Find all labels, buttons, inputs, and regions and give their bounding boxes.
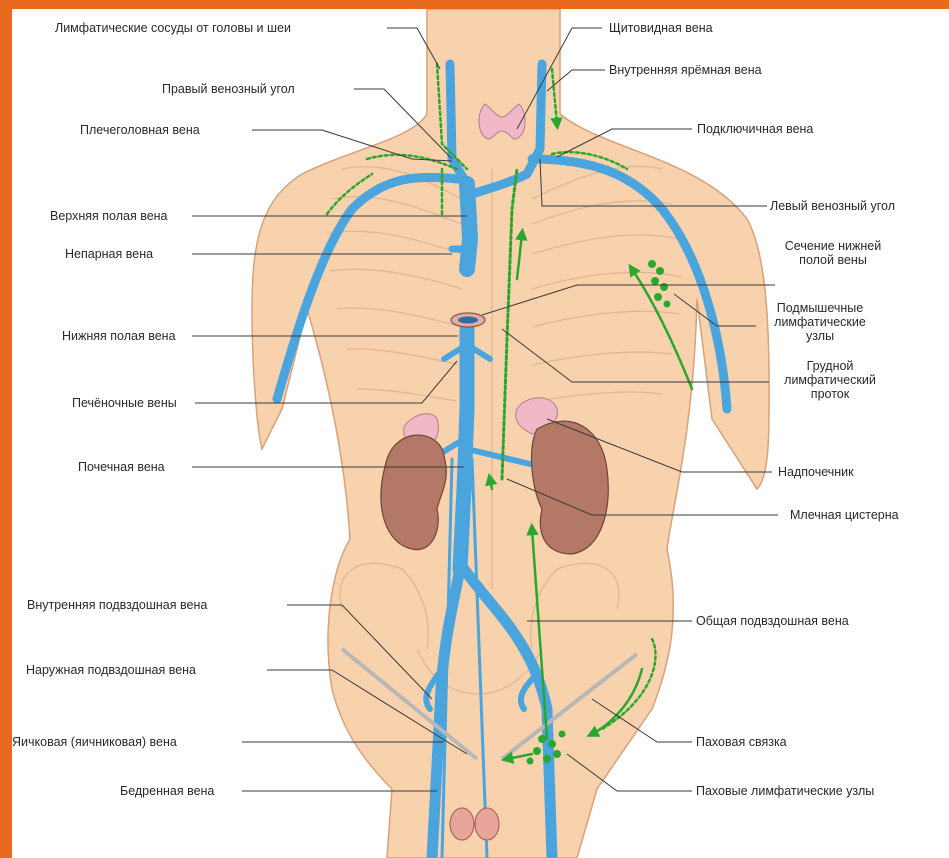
label-thoracic-duct: Грудной лимфатический проток [772, 359, 888, 401]
label-cisterna-chyli: Млечная цистерна [790, 508, 899, 522]
label-superior-vena-cava: Верхняя полая вена [50, 209, 168, 223]
label-axillary-lymph-nodes: Подмышечные лимфатические узлы [760, 301, 880, 343]
label-subclavian-vein: Подключичная вена [697, 122, 813, 136]
label-adrenal-gland: Надпочечник [778, 465, 854, 479]
label-left-venous-angle: Левый венозный угол [770, 199, 895, 213]
diagram-canvas: Лимфатические сосуды от головы и шеи Пра… [12, 9, 949, 858]
label-external-iliac-vein: Наружная подвздошная вена [26, 663, 196, 677]
label-internal-jugular-vein: Внутренняя ярёмная вена [609, 63, 762, 77]
label-femoral-vein: Бедренная вена [120, 784, 214, 798]
label-inguinal-lymph-nodes: Паховые лимфатические узлы [696, 784, 874, 798]
label-right-venous-angle: Правый венозный угол [162, 82, 295, 96]
testis-left [450, 808, 474, 840]
label-ivc-section: Сечение нижней полой вены [777, 239, 889, 267]
label-brachiocephalic-vein: Плечеголовная вена [80, 123, 200, 137]
kidney-right [381, 435, 446, 550]
label-hepatic-veins: Печёночные вены [72, 396, 177, 410]
label-testicular-vein: Яичковая (яичниковая) вена [12, 735, 177, 749]
frame-left-border [0, 0, 12, 858]
label-lymph-head-neck: Лимфатические сосуды от головы и шеи [55, 21, 291, 35]
label-azygos-vein: Непарная вена [65, 247, 153, 261]
label-renal-vein: Почечная вена [78, 460, 165, 474]
label-thyroid-vein: Щитовидная вена [609, 21, 713, 35]
label-common-iliac-vein: Общая подвздошная вена [696, 614, 849, 628]
frame-top-border [0, 0, 949, 9]
testis-right [475, 808, 499, 840]
label-internal-iliac-vein: Внутренняя подвздошная вена [27, 598, 207, 612]
label-inguinal-ligament: Паховая связка [696, 735, 787, 749]
kidney-left [532, 421, 609, 554]
label-inferior-vena-cava: Нижняя полая вена [62, 329, 176, 343]
